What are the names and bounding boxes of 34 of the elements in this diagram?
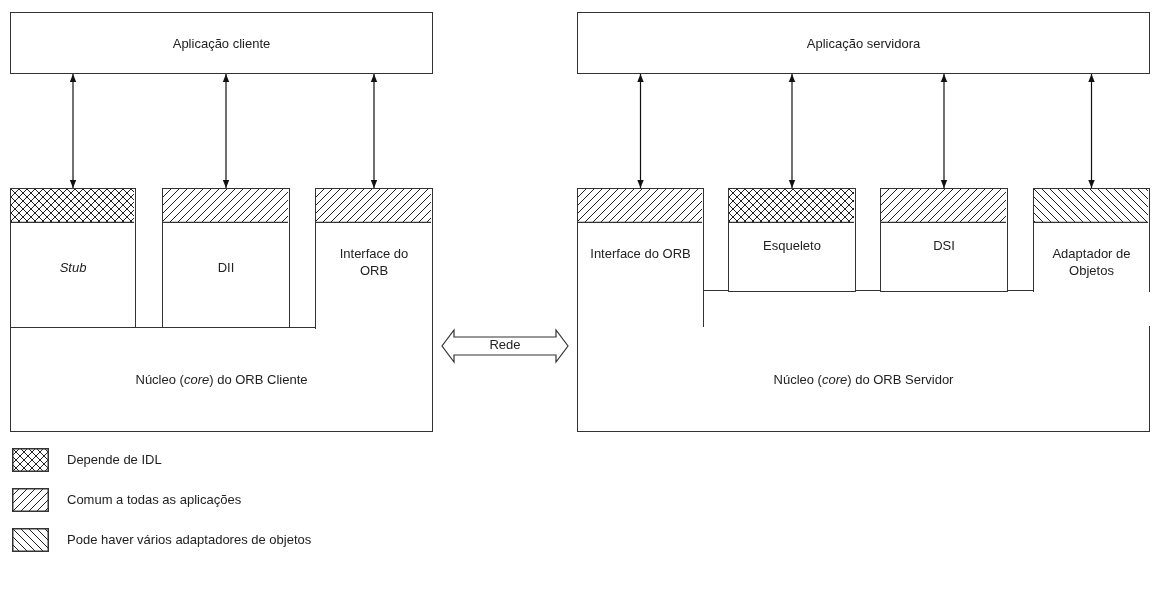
- arrow: [69, 73, 77, 189]
- component-box: [162, 188, 290, 328]
- component-box: [577, 325, 1150, 432]
- component-label: Aplicação servidora: [805, 35, 922, 52]
- component-label: Aplicação cliente: [171, 35, 272, 52]
- component-box: [315, 188, 433, 329]
- component-box: [577, 188, 704, 327]
- component-label: Interface do ORB: [589, 245, 692, 262]
- arrow: [370, 73, 378, 189]
- component-box: [577, 12, 1150, 74]
- component-box: [10, 188, 136, 328]
- arrow: [788, 73, 796, 189]
- component-label: Interface do ORB: [338, 245, 410, 279]
- component-label: Stub: [58, 259, 88, 276]
- component-box: [10, 12, 433, 74]
- component-box: [10, 327, 433, 432]
- arrow: [222, 73, 230, 189]
- component-label: Esqueleto: [762, 237, 822, 254]
- legend-label: Pode haver vários adaptadores de objetos: [67, 532, 312, 547]
- double-block-arrow: [441, 328, 569, 364]
- legend-label: Comum a todas as aplicações: [67, 492, 242, 507]
- component-label: Núcleo (core) do ORB Cliente: [134, 371, 309, 388]
- component-label: Adaptador de Objetos: [1051, 245, 1132, 279]
- component-box: [728, 188, 856, 292]
- edge-label: Rede: [488, 337, 522, 353]
- component-box: [880, 188, 1008, 292]
- arrow: [940, 73, 948, 189]
- component-label: DII: [216, 259, 236, 276]
- arrow: [1088, 73, 1095, 189]
- legend-label: Depende de IDL: [67, 452, 162, 467]
- component-label: Núcleo (core) do ORB Servidor: [772, 371, 955, 388]
- component-label: DSI: [932, 237, 956, 254]
- component-box: [1033, 188, 1150, 292]
- arrow: [637, 73, 644, 189]
